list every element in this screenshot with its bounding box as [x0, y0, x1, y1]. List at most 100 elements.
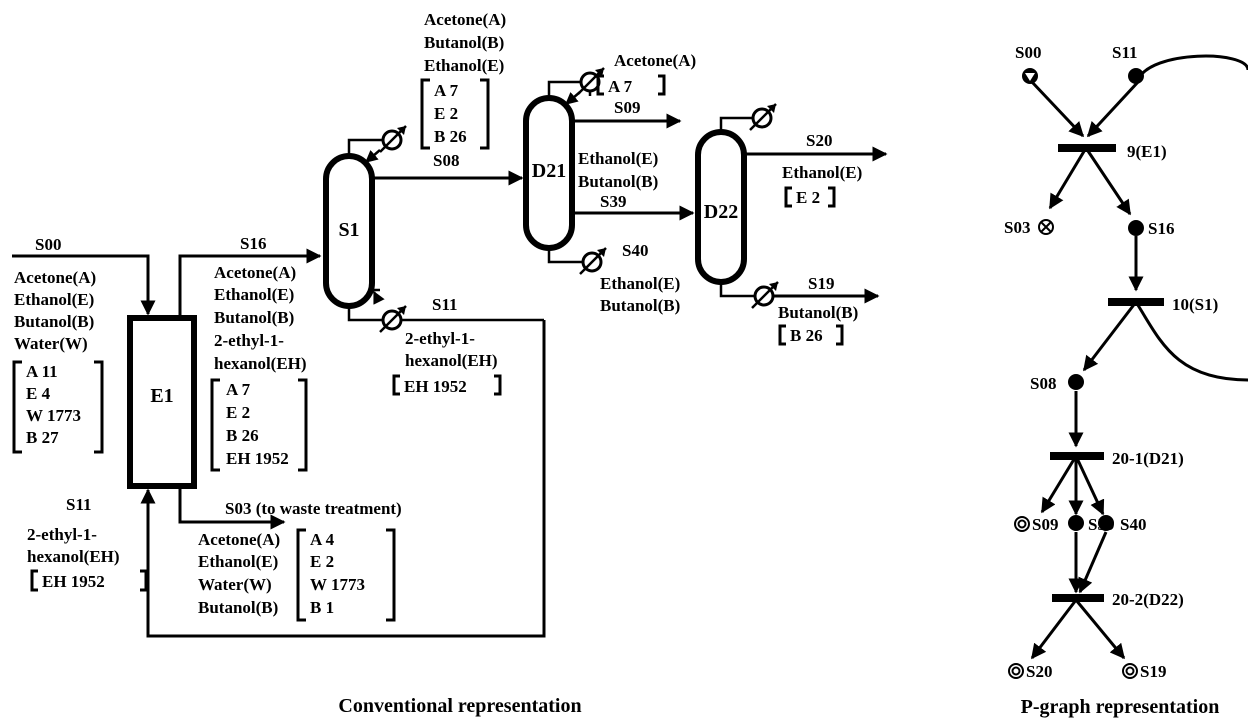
recycle-amount: EH 1952: [42, 572, 105, 591]
s09-bracket-left: [596, 74, 604, 96]
pg-edge: [1082, 301, 1138, 372]
s16-amounts: A 7 E 2 B 26 EH 1952: [226, 380, 289, 468]
pg-node-s19-label: S19: [1140, 662, 1166, 681]
pg-op-e1-label: 9(E1): [1127, 142, 1167, 161]
s03-amount: W 1773: [310, 575, 365, 594]
pg-product-icon: [1011, 666, 1021, 676]
s08-label: S08: [433, 151, 459, 170]
s08-amount: A 7: [434, 81, 459, 100]
s20-bracket-right: [828, 186, 836, 208]
pg-node-s20-label: S20: [1026, 662, 1052, 681]
s20-bracket-left: [784, 186, 792, 208]
d21-condenser-icon: [576, 66, 606, 96]
s11-out-component: 2-ethyl-1-: [405, 329, 475, 348]
pg-node-s03-label: S03: [1004, 218, 1030, 237]
s11-out-label: S11: [432, 295, 458, 314]
pg-edge-s11-loop-bottom: [1134, 301, 1248, 382]
s1-reboiler-icon: [378, 304, 408, 334]
s08-components: Acetone(A) Butanol(B) Ethanol(E): [424, 10, 506, 75]
pg-node-s40: [1098, 515, 1114, 531]
s16-component: Butanol(B): [214, 308, 294, 327]
s00-label: S00: [35, 235, 61, 254]
s08-component: Ethanol(E): [424, 56, 504, 75]
s08-amount: B 26: [434, 127, 467, 146]
s16-component: hexanol(EH): [214, 354, 307, 373]
s20-label: S20: [806, 131, 832, 150]
s1-condenser-icon: [378, 124, 408, 154]
s11-out-amount: EH 1952: [404, 377, 467, 396]
pg-node-s08-label: S08: [1030, 374, 1056, 393]
s16-amount: B 26: [226, 426, 259, 445]
d21-mid-component: Ethanol(E): [578, 149, 658, 168]
pg-edge: [1086, 80, 1140, 138]
s19-amount: B 26: [790, 326, 823, 345]
d22-overhead-line: [719, 116, 762, 132]
pg-edge: [1074, 455, 1105, 516]
s20-amount: E 2: [796, 188, 820, 207]
s16-component: Acetone(A): [214, 263, 296, 282]
pg-edge: [1030, 80, 1085, 138]
s16-component: Ethanol(E): [214, 285, 294, 304]
s11-bottoms-stream: [347, 306, 544, 322]
s03-component: Acetone(A): [198, 530, 280, 549]
d21-reboiler-icon: [578, 246, 608, 276]
s40-component: Ethanol(E): [600, 274, 680, 293]
s19-component: Butanol(B): [778, 303, 858, 322]
conventional-diagram: E1 S00 Acetone(A) Ethanol(E) Butanol(B) …: [12, 10, 888, 717]
s03-amount: B 1: [310, 598, 334, 617]
pg-edge: [1040, 455, 1078, 514]
s03-stream: [178, 486, 286, 530]
recycle-component: 2-ethyl-1-: [27, 525, 97, 544]
pgraph-caption: P-graph representation: [1021, 696, 1220, 718]
pg-edge: [1084, 147, 1132, 216]
s20-component: Ethanol(E): [782, 163, 862, 182]
d21-label: D21: [532, 160, 566, 182]
pg-node-s16: [1128, 220, 1144, 236]
d22-condenser-icon: [748, 102, 778, 132]
s19-bracket-left: [778, 324, 786, 346]
s19-bracket-right: [836, 324, 844, 346]
s16-stream: [178, 248, 322, 318]
feed-component: Water(W): [14, 334, 88, 353]
s16-bracket-right: [298, 378, 308, 472]
s03-amount: A 4: [310, 530, 335, 549]
s11-out-component: hexanol(EH): [405, 351, 498, 370]
s1-label: S1: [338, 219, 359, 241]
s08-bracket-left: [420, 78, 430, 150]
s40-label: S40: [622, 241, 648, 260]
pg-edge: [1078, 531, 1108, 594]
d21-mid-component: Butanol(B): [578, 172, 658, 191]
feed-amount: A 11: [26, 362, 58, 381]
conventional-caption: Conventional representation: [338, 695, 581, 717]
s08-amounts: A 7 E 2 B 26: [434, 81, 467, 146]
e1-label: E1: [150, 385, 173, 407]
s16-component: 2-ethyl-1-: [214, 331, 284, 350]
pg-op-s1-label: 10(S1): [1172, 295, 1218, 314]
s08-amount: E 2: [434, 104, 458, 123]
s03-bracket-right: [386, 528, 396, 622]
s11-recycle-label: S11: [66, 495, 92, 514]
pg-node-s40-label: S40: [1120, 515, 1146, 534]
s03-component: Water(W): [198, 575, 272, 594]
recycle-component: hexanol(EH): [27, 547, 120, 566]
pg-node-s39: [1068, 515, 1084, 531]
s08-bracket-right: [480, 78, 490, 150]
s16-amount: E 2: [226, 403, 250, 422]
s1-boilup-line: [372, 290, 385, 305]
s16-amount: EH 1952: [226, 449, 289, 468]
s03-component: Butanol(B): [198, 598, 278, 617]
s16-components: Acetone(A) Ethanol(E) Butanol(B) 2-ethyl…: [214, 263, 307, 373]
pg-edge: [1048, 147, 1088, 210]
s03-component: Ethanol(E): [198, 552, 278, 571]
s08-component: Butanol(B): [424, 33, 504, 52]
s11-recycle-stream: [140, 320, 546, 638]
feed-component: Ethanol(E): [14, 290, 94, 309]
s11-out-bracket-left: [392, 374, 400, 396]
s16-bracket-left: [210, 378, 220, 472]
pg-product-icon: [1125, 666, 1135, 676]
s03-components: Acetone(A) Ethanol(E) Water(W) Butanol(B…: [198, 530, 280, 617]
pg-node-s08: [1068, 374, 1084, 390]
pg-node-s00-label: S00: [1015, 43, 1041, 62]
e1-extractor: [127, 315, 197, 489]
pg-node-s16-label: S16: [1148, 219, 1174, 238]
